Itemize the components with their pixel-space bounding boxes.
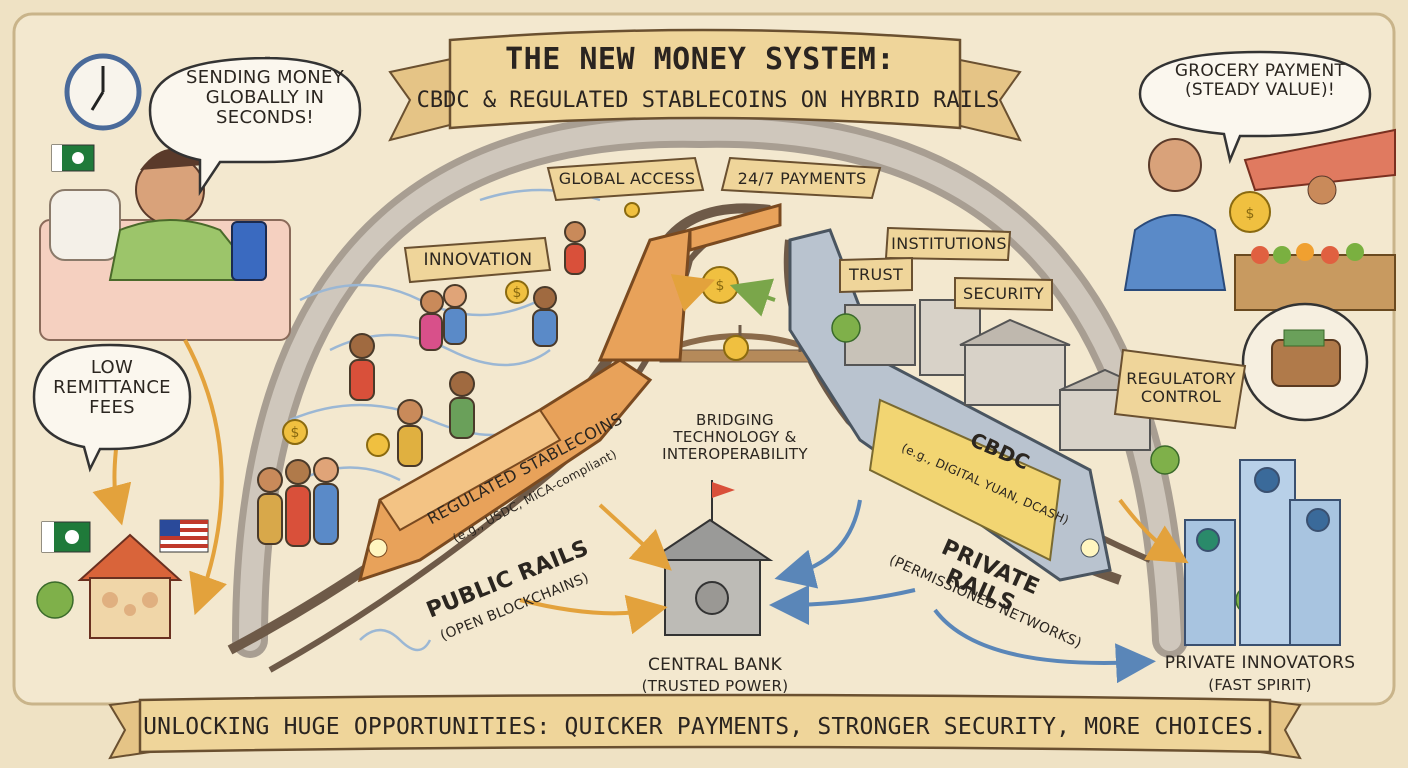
title-line-2: CBDC & REGULATED STABLECOINS ON HYBRID R… (416, 88, 1000, 113)
small-banners (403, 156, 1247, 430)
global-access-label: GLOBAL ACCESS (558, 169, 696, 188)
cbdc-train (788, 228, 1112, 582)
low-remittance-bubble (32, 343, 192, 473)
wallet-icon (1241, 302, 1369, 422)
private-innovators-buildings (1184, 459, 1341, 646)
private-innovators-sublabel: (FAST SPIRIT) (1208, 676, 1312, 694)
private-innovators-label: PRIVATE INNOVATORS (1164, 653, 1356, 673)
low-remittance-text: LOW REMITTANCE FEES (53, 357, 171, 419)
house-illustration (77, 533, 183, 639)
title-line-1: THE NEW MONEY SYSTEM: (505, 42, 895, 77)
coin-symbols: $ $ $ $ (291, 206, 1255, 441)
sending-money-bubble (148, 56, 362, 197)
remittance-sender-illustration (39, 148, 291, 341)
regulatory-control-label: REGULATORY CONTROL (1126, 369, 1236, 406)
flow-arrows (92, 274, 1189, 684)
trust-label: TRUST (848, 265, 904, 284)
svg-text:$: $ (291, 425, 300, 441)
crowd-illustration (257, 221, 586, 547)
central-bank-label: CENTRAL BANK (647, 655, 783, 675)
clock-icon (64, 53, 142, 131)
footer-banner (108, 693, 1302, 760)
grocery-scene (1123, 128, 1396, 311)
svg-text:$: $ (513, 285, 522, 301)
pakistan-flag-icon-2 (41, 521, 91, 553)
institutions-label: INSTITUTIONS (891, 234, 1007, 253)
svg-text:$: $ (1246, 206, 1255, 222)
innovation-label: INNOVATION (423, 250, 533, 270)
bridging-label: BRIDGING TECHNOLOGY & INTEROPERABILITY (662, 411, 808, 463)
grocery-payment-text: GROCERY PAYMENT (STEADY VALUE)! (1174, 61, 1346, 101)
central-bank-sublabel: (TRUSTED POWER) (641, 677, 789, 695)
title-banner (388, 28, 1022, 142)
pakistan-flag-icon (51, 144, 95, 172)
payments-247-label: 24/7 PAYMENTS (737, 169, 867, 188)
svg-text:$: $ (716, 278, 725, 294)
footer-text: UNLOCKING HUGE OPPORTUNITIES: QUICKER PA… (143, 714, 1267, 740)
central-bank-vault (646, 480, 774, 636)
stablecoin-train (357, 203, 782, 583)
grocery-payment-bubble (1138, 50, 1372, 165)
security-label: SECURITY (963, 284, 1044, 303)
sending-money-text: SENDING MONEY GLOBALLY IN SECONDS! (186, 67, 344, 129)
usa-flag-icon (159, 519, 209, 553)
